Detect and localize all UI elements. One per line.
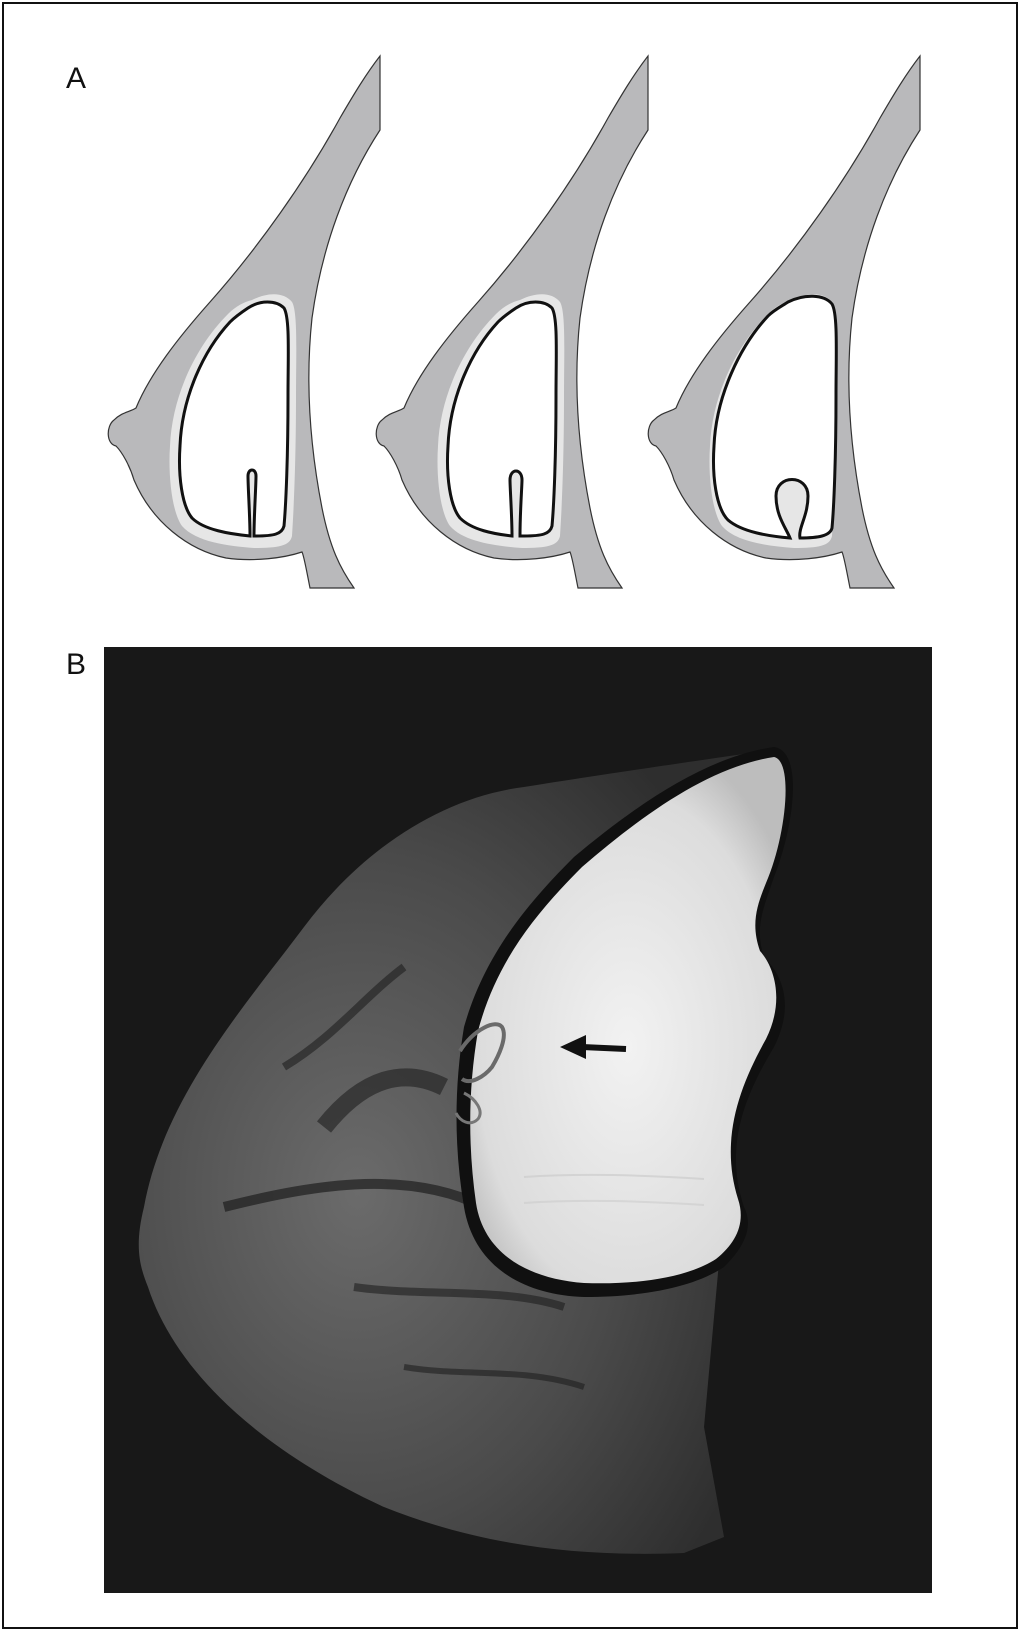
panel-b-mri-image	[104, 647, 932, 1593]
panel-a-illustration	[0, 0, 1022, 640]
implant-diagram-stage-3	[648, 56, 920, 588]
panel-b-label: B	[66, 648, 86, 682]
implant-diagram-stage-1	[108, 56, 380, 588]
implant-diagram-stage-2	[376, 56, 648, 588]
